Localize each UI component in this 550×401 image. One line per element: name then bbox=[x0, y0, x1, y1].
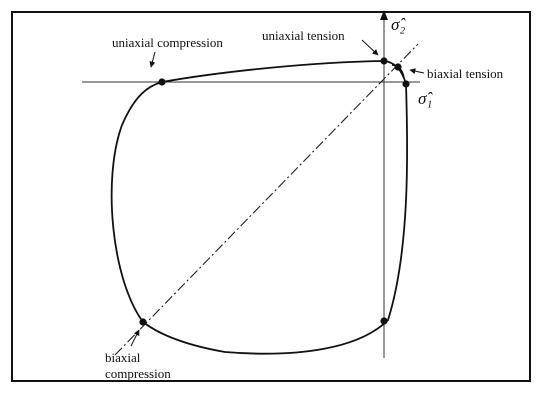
tension-axis-point bbox=[402, 80, 410, 88]
uniaxial-tension-leader bbox=[361, 39, 379, 56]
compression-axis-point bbox=[380, 317, 388, 325]
sigma2-axis-label: σ̂₂ bbox=[391, 15, 406, 34]
figure-frame bbox=[11, 11, 531, 382]
uniaxial-tension-label: uniaxial tension bbox=[262, 28, 345, 43]
uniaxial-compression-point bbox=[158, 78, 166, 86]
biaxial-compression-label-line1: biaxial bbox=[105, 350, 141, 365]
diagonal-line bbox=[114, 43, 419, 356]
uniaxial-compression-leader bbox=[149, 51, 156, 68]
biaxial-compression-leader bbox=[130, 329, 140, 347]
sigma1-axis-label: σ̂₁ bbox=[418, 89, 433, 108]
biaxial-tension-leader bbox=[409, 68, 425, 75]
biaxial-compression-label-line2: compression bbox=[105, 366, 171, 381]
biaxial-compression-point bbox=[139, 318, 147, 326]
biaxial-tension-label: biaxial tension bbox=[427, 66, 504, 81]
biaxial-tension-point bbox=[394, 63, 402, 71]
uniaxial-compression-label: uniaxial compression bbox=[112, 35, 223, 50]
sigma2-axis-arrowhead bbox=[380, 10, 388, 20]
uniaxial-tension-point bbox=[380, 57, 388, 65]
